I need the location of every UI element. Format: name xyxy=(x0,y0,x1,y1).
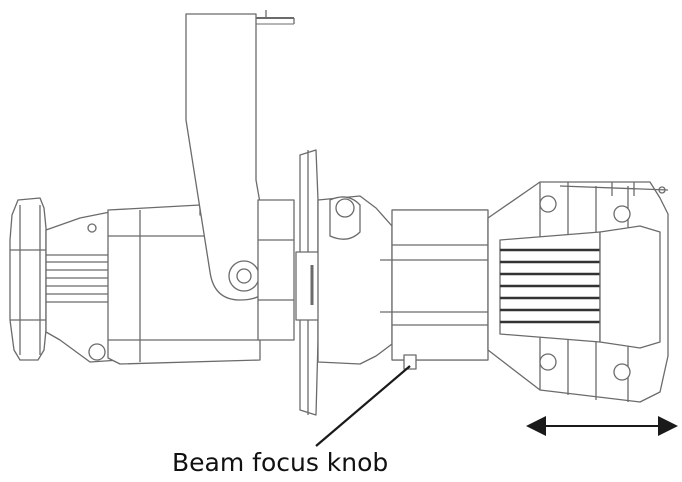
lens-barrel xyxy=(317,195,489,370)
rear-cap xyxy=(9,197,47,361)
front-zoom-section xyxy=(487,181,669,403)
yoke xyxy=(185,10,295,301)
focus-knob-leader xyxy=(315,365,411,447)
beam-focus-knob-label: Beam focus knob xyxy=(172,448,389,477)
shutter-section xyxy=(257,149,331,416)
